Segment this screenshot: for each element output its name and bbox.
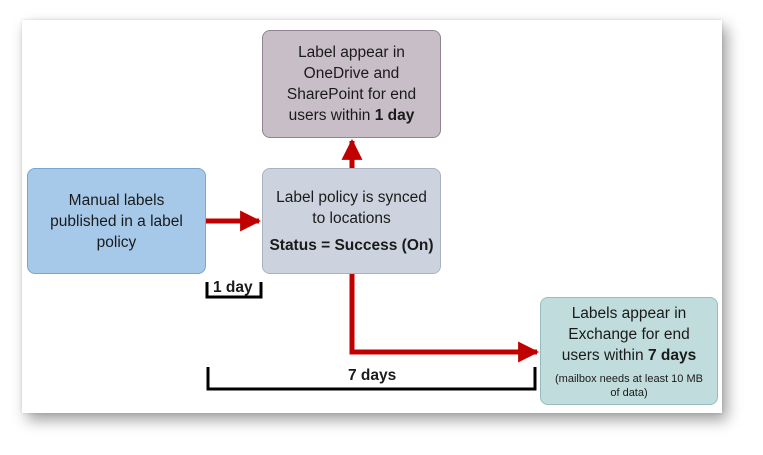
onedrive-line-2: OneDrive and [303, 65, 400, 82]
manual-line-2: published in a label [50, 212, 183, 230]
policy-line-1: Label policy is synced [276, 188, 427, 206]
policy-status: Status = Success (On) [269, 236, 434, 254]
onedrive-line-1: Label appear in [298, 44, 405, 61]
exchange-note-line-2: of data) [610, 386, 648, 399]
onedrive-line-4: users within 1 day [289, 105, 415, 126]
manual-labels-box: Manual labels published in a label polic… [27, 168, 206, 274]
onedrive-sharepoint-box: Label appear in OneDrive and SharePoint … [262, 30, 441, 138]
onedrive-duration: 1 day [374, 107, 415, 124]
onedrive-line-3: SharePoint for end [286, 86, 417, 103]
bracket-7-days [206, 367, 537, 391]
exchange-note-line-1: (mailbox needs at least 10 MB [555, 372, 703, 385]
policy-line-2: to locations [312, 209, 391, 227]
duration-1-day-label: 1 day [213, 279, 253, 296]
exchange-box: Labels appear in Exchange for end users … [540, 297, 718, 405]
exchange-line-3: users within 7 days [562, 345, 696, 366]
exchange-line-2: Exchange for end [568, 325, 690, 343]
manual-line-3: policy [96, 233, 137, 251]
exchange-line-3-prefix: users within [561, 346, 648, 364]
arrow-policy-to-exchange [349, 274, 540, 363]
exchange-line-1: Labels appear in [571, 304, 687, 322]
bracket-1-day [205, 282, 263, 299]
onedrive-line-4-prefix: users within [288, 107, 375, 124]
exchange-note: (mailbox needs at least 10 MB of data) [555, 372, 703, 400]
label-policy-sync-box: Label policy is synced to locations Stat… [262, 168, 441, 274]
exchange-duration: 7 days [647, 346, 697, 364]
manual-line-1: Manual labels [68, 191, 165, 209]
duration-7-days-label: 7 days [348, 367, 397, 384]
